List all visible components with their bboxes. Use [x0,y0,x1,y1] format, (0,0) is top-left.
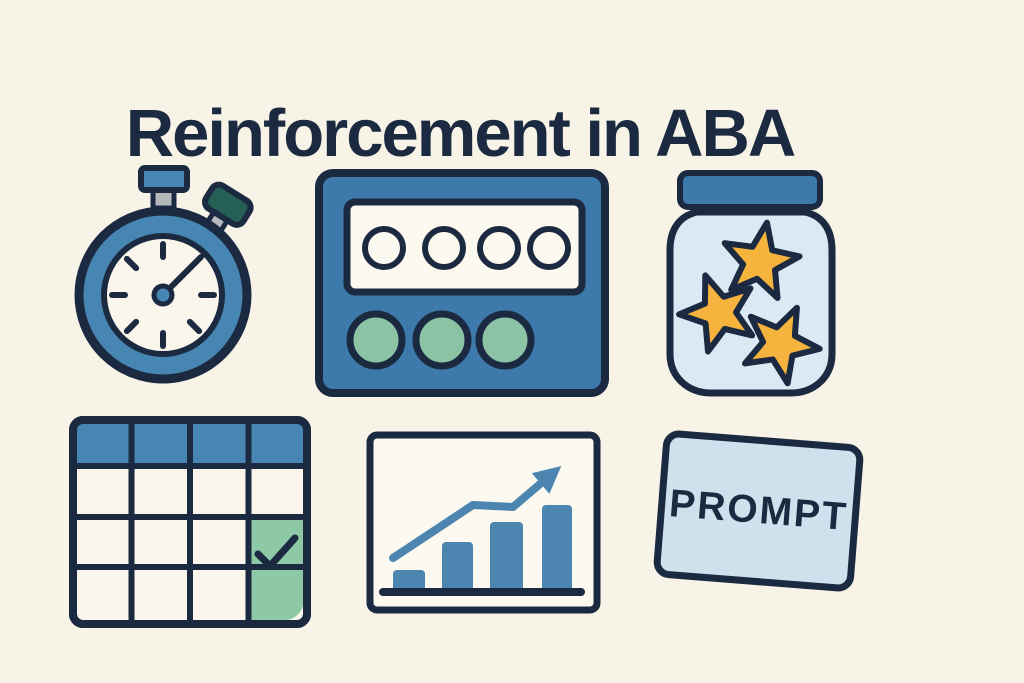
counter-digits [362,226,571,270]
growth-chart-icon [366,431,601,614]
stopwatch-icon [74,165,254,384]
trend-arrow [389,465,562,562]
reward-stars [676,219,823,387]
calendar-check-icon [69,416,311,628]
star-jar-icon [666,170,836,397]
counter-buttons [346,310,535,370]
prompt-card-label: PROMPT [667,482,850,539]
jar-body [666,208,836,397]
tally-counter-icon [315,169,609,397]
clock-ticks [109,241,217,349]
checkmark-icon [254,534,299,570]
chart-bars [393,505,572,596]
page-title: Reinforcement in ABA [125,95,797,171]
jar-lid [677,170,823,210]
prompt-card: PROMPT [652,429,865,593]
